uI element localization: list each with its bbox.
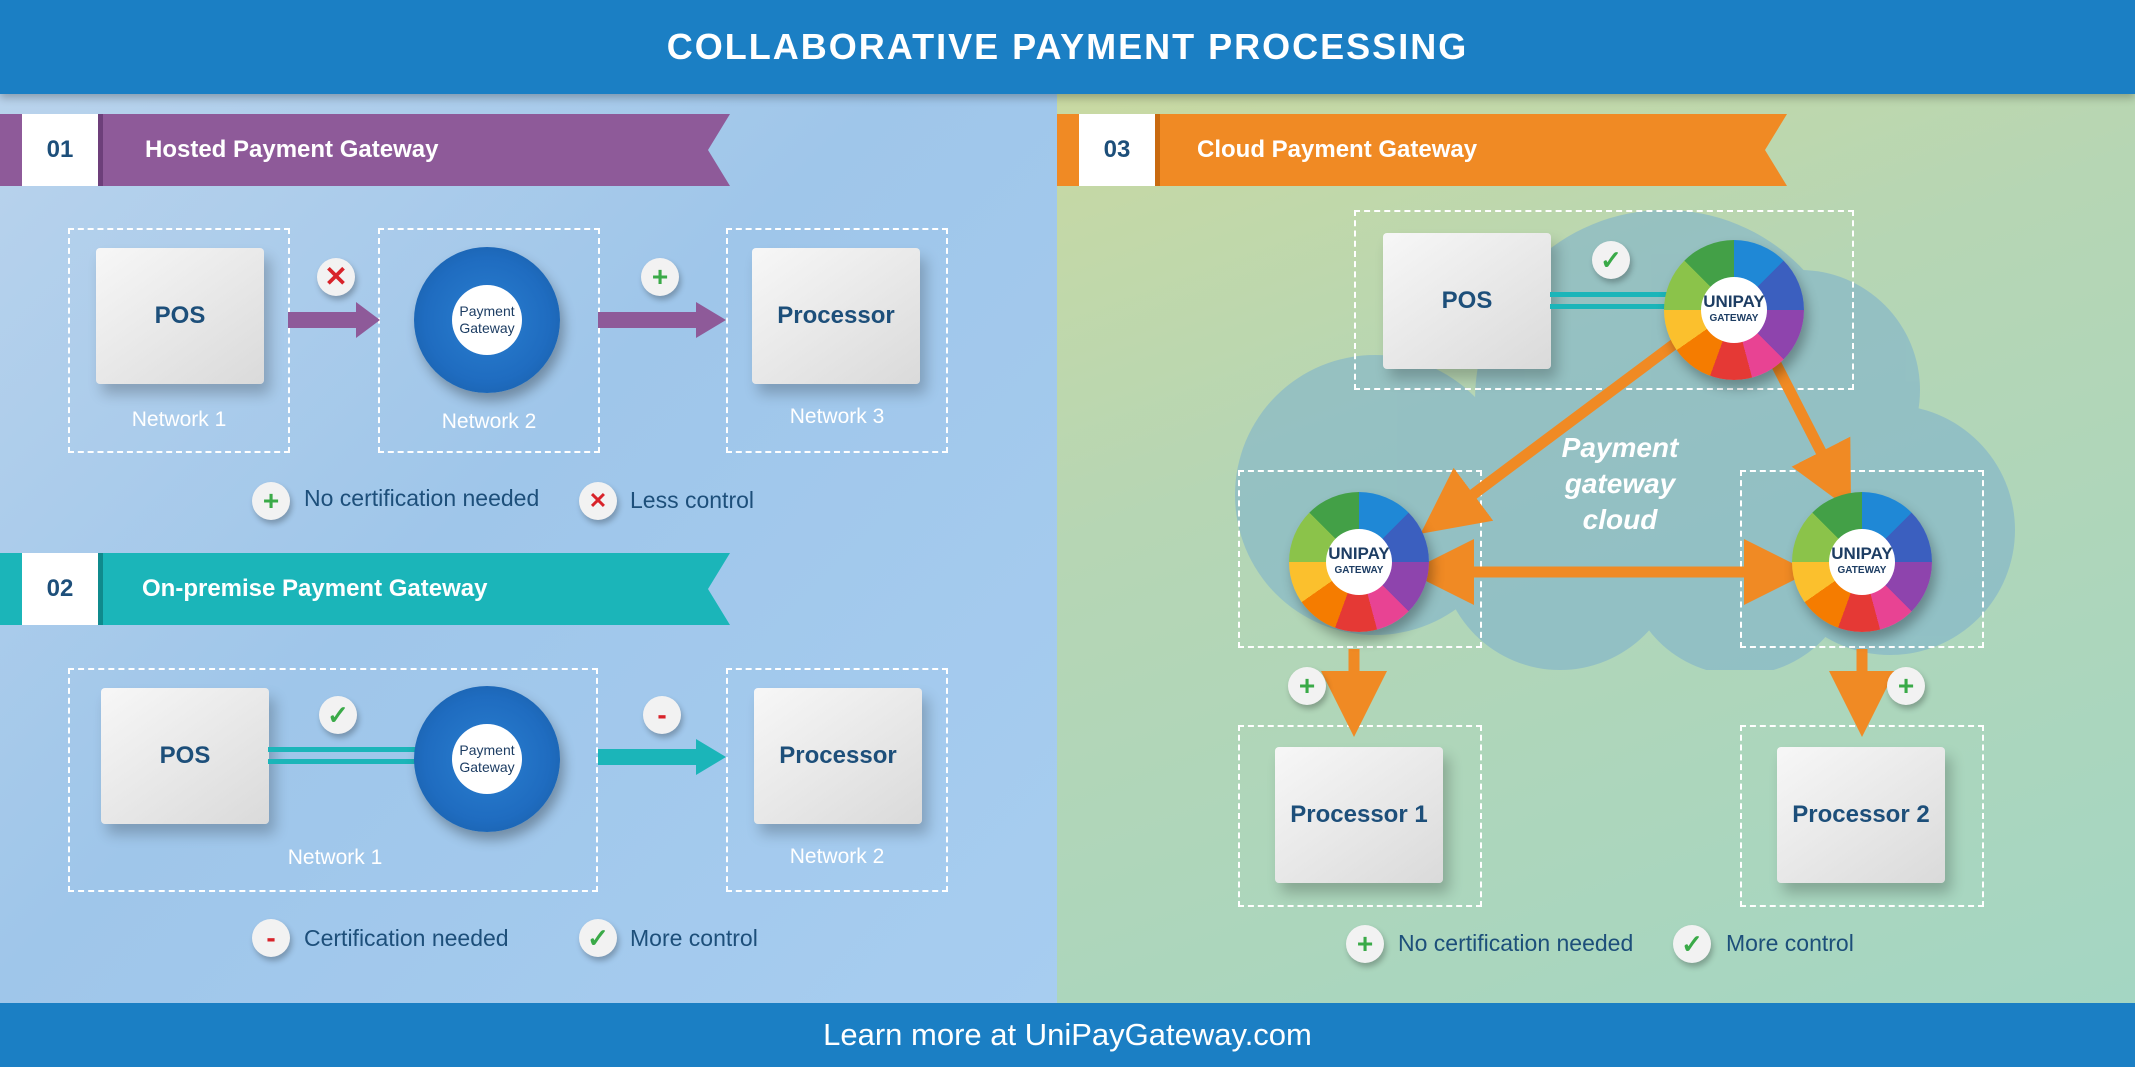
banner-onpremise: 02 On-premise Payment Gateway [0,553,730,625]
connection-lines [1550,292,1670,309]
network-label: Network 1 [287,846,383,869]
network-box-2 [378,228,600,453]
legend-text: No certification needed [304,485,540,511]
minus-icon: - [643,696,681,734]
network-label: Network 2 [441,410,537,433]
section-label: On-premise Payment Gateway [142,575,488,602]
pos-network-box [1354,210,1854,390]
gateway-sub: GATEWAY [1709,313,1759,324]
left-panel-background [0,94,1057,1004]
plus-icon: + [641,258,679,296]
network-label: Network 1 [131,408,227,431]
gateway-box-right [1740,470,1984,648]
section-number: 03 [1079,114,1155,186]
network-box-1 [68,668,598,892]
header-bar [0,0,2135,94]
network-box-1 [68,228,290,453]
banner-onpremise-shape [0,553,730,625]
section-label: Cloud Payment Gateway [1197,136,1478,163]
cross-icon: ✕ [317,258,355,296]
gateway-label: Payment Gateway [452,724,522,794]
footer-bar [0,1003,2135,1067]
network-label: Network 3 [789,405,885,428]
network-box-3 [726,228,948,453]
check-icon: ✓ [1673,925,1711,963]
connection-lines [268,747,418,764]
section-number: 02 [22,553,98,625]
legend-text: No certification needed [1398,930,1634,956]
check-icon: ✓ [579,919,617,957]
cloud-arrows [1321,337,1895,737]
plus-icon: + [1887,667,1925,705]
check-icon: ✓ [1592,241,1630,279]
plus-icon: + [1288,667,1326,705]
gateway-sub: GATEWAY [1837,565,1887,576]
footer-link[interactable]: Learn more at UniPayGateway.com [823,1017,1312,1052]
banner-cloud-shape [1057,114,1787,186]
network-label: Network 2 [789,845,885,868]
pos-card: POS [101,688,269,824]
gateway-brand: UNIPAY [1328,544,1390,563]
banner-hosted: 01 Hosted Payment Gateway [0,114,730,186]
unipay-gateway-icon: UNIPAY GATEWAY [1289,492,1429,632]
check-icon: ✓ [319,696,357,734]
payment-gateway-icon: Payment Gateway [414,247,560,393]
payment-gateway-icon: Payment Gateway [414,686,560,832]
unipay-gateway-icon: UNIPAY GATEWAY [1792,492,1932,632]
processor-card: Processor 2 [1777,747,1945,883]
legend-text: Less control [630,487,755,513]
network-box-2 [726,668,948,892]
section-label: Hosted Payment Gateway [145,136,439,163]
plus-icon: + [252,482,290,520]
section-number: 01 [22,114,98,186]
pos-card: POS [1383,233,1551,369]
unipay-gateway-icon: UNIPAY GATEWAY [1664,240,1804,380]
gateway-label: Payment Gateway [452,285,522,355]
banner-cloud: 03 Cloud Payment Gateway [1057,114,1787,186]
cloud-label: Payment gateway cloud [1561,432,1679,535]
gateway-sub: GATEWAY [1334,565,1384,576]
cross-icon: ✕ [579,482,617,520]
legend-text: More control [630,925,758,951]
legend-text: More control [1726,930,1854,956]
gateway-brand: UNIPAY [1831,544,1893,563]
gateway-brand: UNIPAY [1703,292,1765,311]
legend-text: Certification needed [304,925,509,951]
page-title: COLLABORATIVE PAYMENT PROCESSING [666,26,1469,67]
processor-card: Processor [754,688,922,824]
arrow-right-icon [598,739,726,775]
minus-icon: - [252,919,290,957]
gateway-box-left [1238,470,1482,648]
banner-hosted-shape [0,114,730,186]
pos-card: POS [96,248,264,384]
processor-card: Processor 1 [1275,747,1443,883]
plus-icon: + [1346,925,1384,963]
arrow-right-icon [598,302,726,338]
processor-card: Processor [752,248,920,384]
arrow-right-icon [288,302,380,338]
